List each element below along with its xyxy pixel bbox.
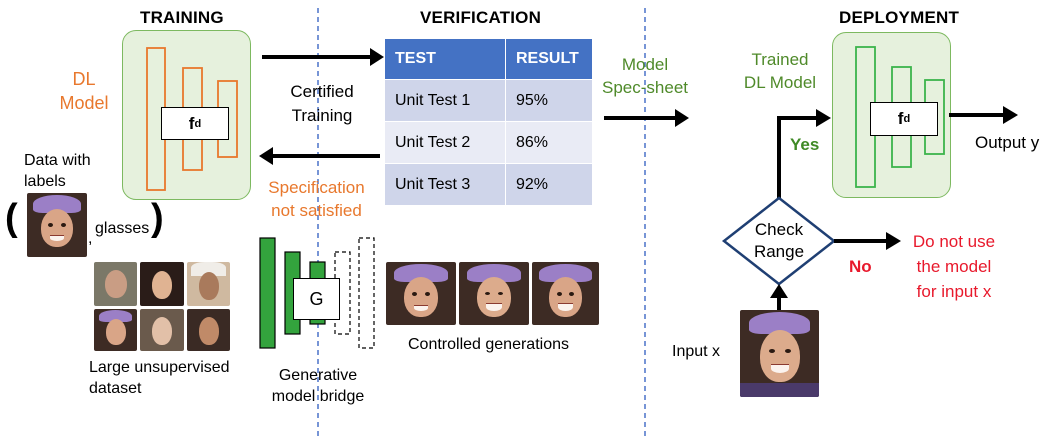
header-result: RESULT [505,39,593,80]
table-header-row: TEST RESULT [385,39,593,80]
dataset-face-3 [187,262,230,306]
spec-sheet-line2: Spec-sheet [602,78,688,97]
tuple-open-paren: ( [5,197,18,239]
gen-layer-4 [334,251,351,335]
dl-label-line1: DL [72,69,96,89]
unsupervised-dataset-label: Large unsupervised dataset [89,357,230,399]
controlled-generations-label: Controlled generations [408,336,569,353]
output-y-label: Output y [975,133,1040,152]
input-x-label: Input x [672,343,721,360]
reject-line3: for input x [916,282,992,301]
check-line1: Check [754,220,804,239]
no-arrowhead [886,232,901,250]
input-face-image [740,310,819,397]
deployment-heading: DEPLOYMENT [839,8,960,27]
data-label-line2: labels [24,173,66,190]
bridge-line1: Generative [278,367,358,384]
function-subscript: d [194,117,202,130]
spec-sheet-arrowhead [675,109,689,127]
test-result-2: 86% [505,121,593,164]
data-label-line1: Data with [24,152,91,169]
dataset-face-1 [94,262,137,306]
do-not-use-label: Do not use the model for input x [898,229,1010,304]
dataset-face-6 [187,309,230,351]
generator-g-box: G [293,278,340,320]
deployed-function-subscript: d [903,113,911,125]
generated-face-1 [386,262,456,325]
spec-fail-arrowhead [259,147,273,165]
unit-test-table: TEST RESULT Unit Test 1 95% Unit Test 2 … [385,39,593,205]
tuple-close-paren: ) [151,197,164,239]
deployed-function-label: f [897,109,904,128]
yes-path [777,116,818,198]
dl-label-line2: Model [59,93,109,113]
dataset-face-2 [140,262,184,306]
spec-fail-line2: not satisfied [271,201,362,220]
verification-heading: VERIFICATION [420,8,542,27]
test-result-1: 95% [505,79,593,122]
labeled-face-image [27,193,87,257]
trained-line1: Trained [751,50,809,69]
unsupervised-line2: dataset [89,380,142,397]
certified-line2: Training [291,106,353,125]
trained-model-label: Trained DL Model [730,48,830,94]
bridge-line2: model bridge [271,388,365,405]
reject-line2: the model [916,257,992,276]
gen-layer-5 [358,237,375,349]
no-label: No [849,257,872,276]
function-label: f [188,113,195,133]
test-name-3: Unit Test 3 [385,163,506,205]
table-row: Unit Test 3 92% [385,163,593,205]
test-name-1: Unit Test 1 [385,79,506,122]
glasses-label: glasses [95,220,150,237]
dataset-face-5 [140,309,184,351]
trained-line2: DL Model [743,73,817,92]
model-spec-sheet-label: Model Spec-sheet [598,53,692,99]
generated-face-3 [532,262,599,325]
reject-line1: Do not use [912,232,996,251]
generative-bridge-label: Generative model bridge [258,365,378,407]
test-result-3: 92% [505,163,593,205]
tuple-comma: , [88,230,93,247]
spec-sheet-line1: Model [621,55,669,74]
spec-fail-line1: Specification [268,178,365,197]
dl-model-label: DL Model [54,67,114,115]
spec-not-satisfied-label: Specification not satisfied [254,176,379,222]
yes-label: Yes [790,135,820,154]
training-heading: TRAINING [140,8,224,27]
test-name-2: Unit Test 2 [385,121,506,164]
input-arrowhead [770,284,788,298]
gen-layer-1 [259,237,276,349]
check-line2: Range [753,242,805,261]
output-arrowhead [1003,106,1018,124]
certified-line1: Certified [290,82,354,101]
header-test: TEST [385,39,506,80]
yes-arrowhead [816,109,831,127]
table-row: Unit Test 2 86% [385,121,593,164]
data-with-labels: Data with labels [24,150,91,192]
certified-training-label: Certified Training [272,80,372,128]
check-range-label: Check Range [739,219,819,263]
generated-face-2 [459,262,529,325]
dataset-face-4 [94,309,137,351]
table-row: Unit Test 1 95% [385,79,593,122]
unsupervised-line1: Large unsupervised [89,359,230,376]
certified-training-arrowhead [370,48,384,66]
